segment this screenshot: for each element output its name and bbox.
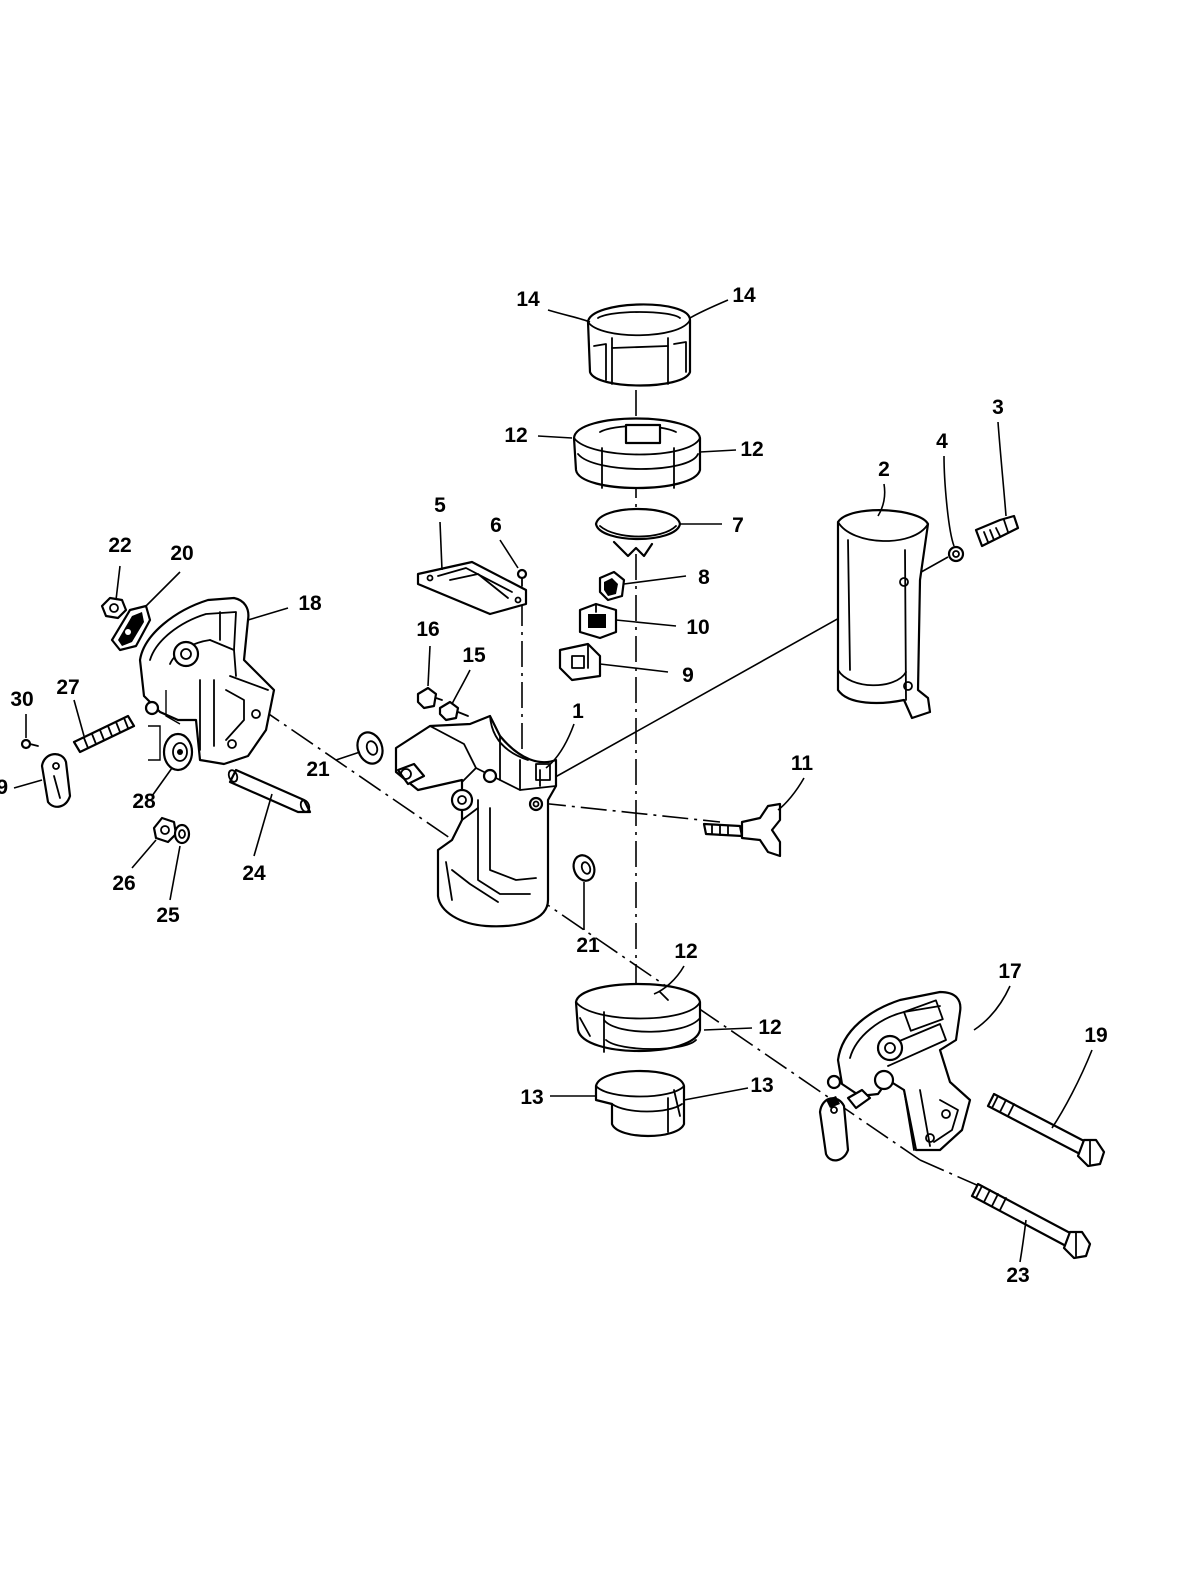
callout-labels: 14 14 12 12 7 8 10 9 5 6 2 4 3 1 11 16 1…: [0, 284, 1108, 1287]
callout-13-left: 13: [520, 1086, 543, 1109]
fitting-part-15: [438, 700, 469, 722]
washer-part-21-right: [572, 854, 596, 882]
callout-23: 23: [1006, 1264, 1029, 1287]
nut-part-22: [100, 596, 128, 620]
callout-19: 19: [1084, 1024, 1107, 1047]
screw-part-6: [516, 568, 528, 587]
callout-2: 2: [878, 458, 890, 481]
swivel-bracket-part-1: [394, 714, 558, 928]
callout-9: 9: [682, 664, 694, 687]
callout-20: 20: [170, 542, 193, 565]
callout-22: 22: [108, 534, 131, 557]
bolt-part-3: [974, 514, 1020, 548]
pin-part-24: [227, 768, 312, 814]
callout-leaders: [13, 299, 1093, 1263]
bolt-part-19: [986, 1092, 1106, 1168]
callout-14-left: 14: [516, 288, 540, 311]
clamp-bracket-part-17: [818, 990, 972, 1162]
callout-18: 18: [298, 592, 322, 615]
bracket-part-9: [558, 642, 602, 682]
screw-part-27: [72, 714, 136, 754]
upper-bushing-part-14: [586, 303, 692, 387]
callout-5: 5: [434, 494, 446, 517]
callout-21-right: 21: [576, 934, 600, 957]
callout-16: 16: [416, 618, 439, 641]
callout-4: 4: [936, 430, 948, 453]
callout-29: 29: [0, 776, 8, 799]
lower-bushing-part-12: [574, 983, 702, 1053]
callout-26: 26: [112, 872, 135, 895]
handle-part-29: [40, 753, 72, 808]
swivel-pad-part-28: [162, 732, 194, 772]
callout-25: 25: [156, 904, 180, 927]
callout-3: 3: [992, 396, 1004, 419]
callout-14-right: 14: [732, 284, 756, 307]
washer-part-4: [947, 545, 965, 563]
callout-24: 24: [242, 862, 266, 885]
lower-bushing-part-13: [594, 1070, 686, 1138]
callout-12-lower-upper: 12: [674, 940, 697, 963]
upper-bushing-part-12: [572, 417, 702, 489]
callout-12-lower-right: 12: [758, 1016, 781, 1039]
wing-screw-part-11: [702, 802, 782, 858]
callout-13-right: 13: [750, 1074, 773, 1097]
callout-12-upper-right: 12: [740, 438, 763, 461]
liner-part-2: [836, 509, 932, 720]
callout-12-upper-left: 12: [504, 424, 527, 447]
callout-1: 1: [572, 700, 584, 723]
callout-7: 7: [732, 514, 744, 537]
callout-17: 17: [998, 960, 1021, 983]
callout-11: 11: [791, 752, 814, 775]
nut-part-26: [152, 816, 178, 844]
band-part-7: [594, 508, 682, 558]
block-part-8: [598, 570, 626, 602]
washer-part-21-left: [356, 731, 384, 765]
callout-30: 30: [10, 688, 33, 711]
callout-15: 15: [462, 644, 486, 667]
washer-part-25: [173, 823, 191, 845]
grease-fitting-part-16: [416, 686, 443, 710]
callout-8: 8: [698, 566, 710, 589]
cushion-part-10: [578, 602, 618, 640]
clamp-bracket-part-18: [138, 596, 276, 766]
tilt-screw-axis: [539, 802, 721, 823]
main-pivot-axis: [189, 659, 921, 1161]
callout-21-left: 21: [306, 758, 330, 781]
callout-6: 6: [490, 514, 502, 537]
plate-part-20: [110, 604, 152, 652]
callout-10: 10: [686, 616, 709, 639]
bolt-part-23: [970, 1182, 1092, 1260]
callout-28: 28: [132, 790, 156, 813]
callout-27: 27: [56, 676, 79, 699]
screw-part-30: [20, 738, 39, 750]
plate-part-5: [416, 560, 528, 616]
